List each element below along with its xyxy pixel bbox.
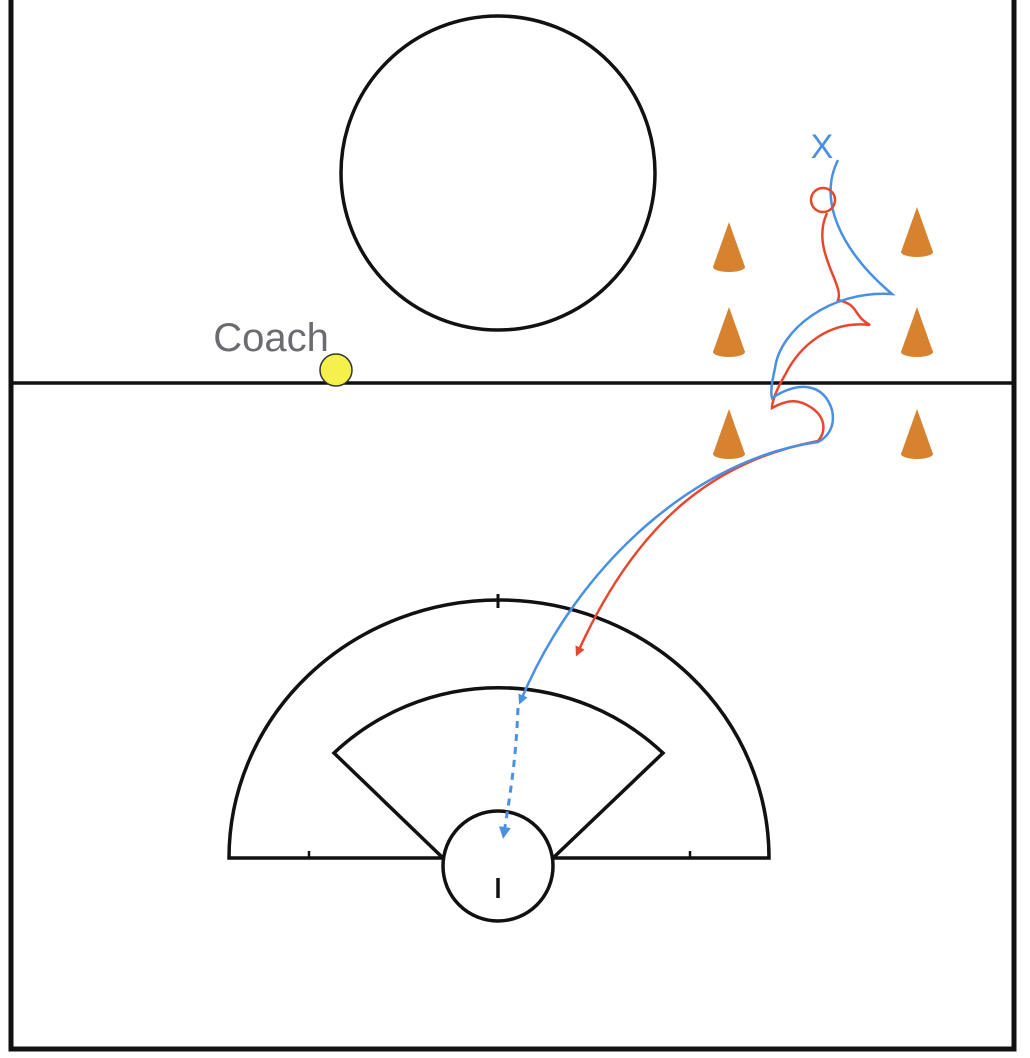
defender-marker (809, 186, 837, 214)
cone-icon (713, 409, 745, 459)
attacker-path (518, 159, 896, 705)
cone-group (713, 207, 933, 459)
attacker-marker-label: X (811, 128, 834, 166)
center-circle (339, 14, 657, 332)
field-border (8, 0, 1017, 1052)
attacker-shot-path (499, 707, 520, 839)
cone-icon (713, 307, 745, 357)
outer-arc (227, 598, 771, 860)
cone-icon (901, 409, 933, 459)
coach-label: Coach (213, 316, 329, 360)
cone-icon (901, 307, 933, 357)
goal-circle (441, 809, 555, 923)
cone-icon (901, 207, 933, 257)
inner-fan (331, 686, 666, 860)
cone-icon (713, 222, 745, 272)
coach-ball-icon (319, 353, 353, 387)
